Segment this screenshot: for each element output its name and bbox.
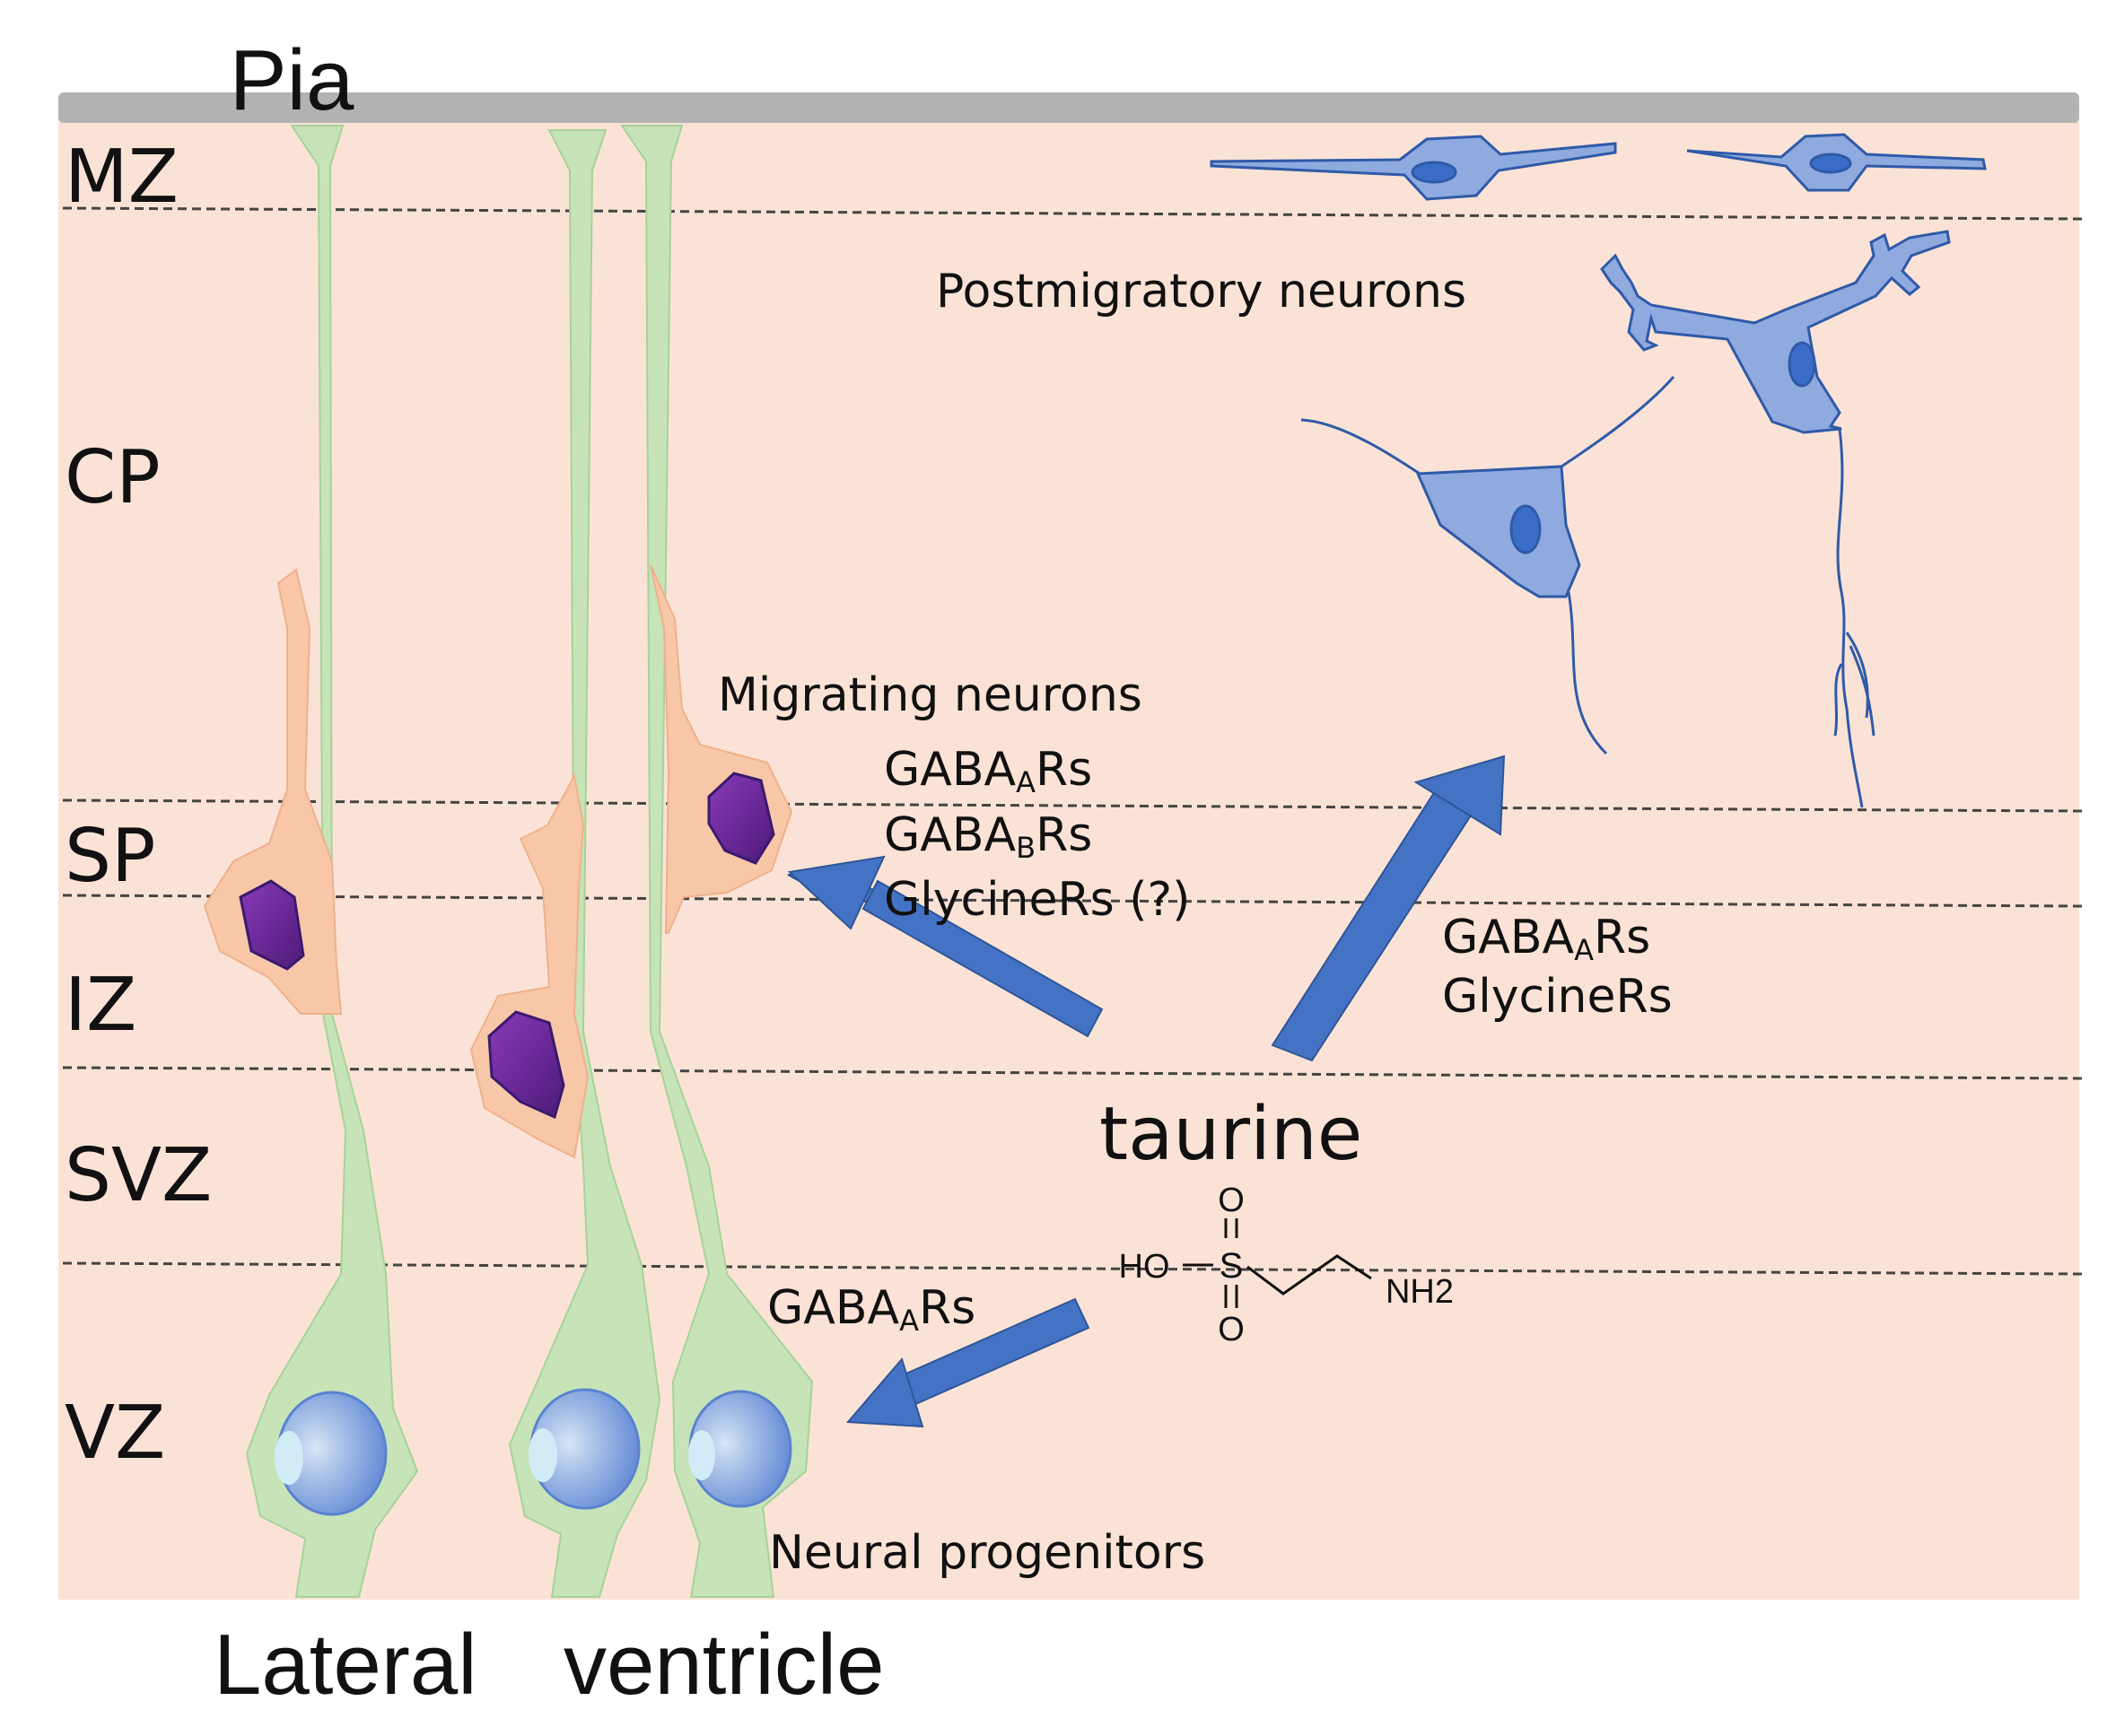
receptor-migrating-gabab: GABABRs — [884, 808, 1092, 865]
radial-glia — [245, 125, 814, 1598]
postmigratory-neurons-label: Postmigratory neurons — [936, 265, 1466, 318]
atom-nh2: NH2 — [1386, 1273, 1454, 1311]
boundary-iz-svz — [62, 1066, 2083, 1080]
taurine-label: taurine — [1099, 1092, 1362, 1177]
atom-s: S — [1220, 1246, 1244, 1286]
boundary-svz-vz — [62, 1261, 2083, 1276]
zone-label-svz: SVZ — [65, 1133, 212, 1218]
zone-label-iz: IZ — [65, 963, 136, 1048]
taurine-structure: O HO S O NH2 — [1119, 1182, 1455, 1348]
migrating-neurons-label: Migrating neurons — [718, 668, 1142, 722]
receptor-postmigratory-gabaa: GABAARs — [1442, 911, 1650, 967]
progenitor-nucleus-3-highlight — [688, 1430, 715, 1480]
radial-glia-fiber-3 — [620, 125, 814, 1598]
progenitor-nucleus-1-highlight — [275, 1431, 303, 1485]
receptor-postmigratory-glycine: GlycineRs — [1442, 970, 1673, 1024]
migrating-neuron-1 — [203, 568, 343, 1015]
radial-glia-fiber-2 — [508, 129, 661, 1598]
zone-boundaries — [62, 206, 2083, 1276]
zone-label-cp: CP — [65, 435, 161, 520]
arrow-to-migrating-shaft — [861, 879, 1104, 1038]
lateral-ventricle-label-2: ventricle — [564, 1617, 884, 1713]
atom-o-bottom: O — [1218, 1311, 1245, 1348]
migrating-neurons — [203, 564, 793, 1159]
receptor-progenitors-gabaa: GABAARs — [767, 1281, 975, 1338]
progenitor-nucleus-2-highlight — [529, 1428, 557, 1482]
pyramidal-neuron-lower-dendrites — [1300, 376, 1675, 755]
pyramidal-neuron-upper-axon — [1833, 428, 1876, 808]
mz-neuron-1-nucleus — [1411, 161, 1457, 184]
pyramidal-neuron-upper-nucleus — [1788, 341, 1816, 388]
arrow-to-migrating-head — [787, 855, 886, 930]
migrating-nucleus-1 — [239, 879, 305, 971]
receptor-migrating-glycine: GlycineRs (?) — [884, 873, 1190, 927]
arrow-to-progenitors-head — [845, 1357, 924, 1428]
radial-glia-fiber-1 — [245, 125, 419, 1598]
pia-label: Pia — [230, 32, 354, 128]
zone-label-mz: MZ — [65, 135, 179, 220]
taurine-arrows — [787, 755, 1506, 1428]
boundary-cp-sp — [62, 798, 2083, 813]
migrating-nucleus-2 — [487, 1010, 565, 1120]
mz-neuron-2-nucleus — [1809, 153, 1852, 174]
lateral-ventricle-label-1: Lateral — [214, 1617, 477, 1713]
pyramidal-neuron-upper — [1600, 230, 1951, 434]
receptor-migrating-gabaa: GABAARs — [884, 743, 1092, 799]
bond-chain — [1246, 1254, 1372, 1295]
atom-o-top: O — [1218, 1182, 1245, 1219]
boundary-mz-cp — [62, 206, 2083, 221]
neural-progenitors-label: Neural progenitors — [769, 1526, 1205, 1580]
pyramidal-neuron-lower-nucleus — [1509, 504, 1542, 554]
atom-ho: HO — [1119, 1248, 1170, 1286]
migrating-nucleus-3 — [707, 772, 775, 865]
pyramidal-neuron-lower — [1415, 465, 1581, 598]
progenitor-nuclei — [275, 1388, 792, 1516]
zone-label-sp: SP — [65, 814, 156, 899]
arrow-to-postmigratory-head — [1413, 755, 1506, 836]
zone-label-vz: VZ — [65, 1391, 165, 1476]
pia-surface — [58, 92, 2079, 123]
postmigratory-neurons — [1210, 133, 1987, 808]
boundary-sp-iz — [62, 894, 2083, 908]
